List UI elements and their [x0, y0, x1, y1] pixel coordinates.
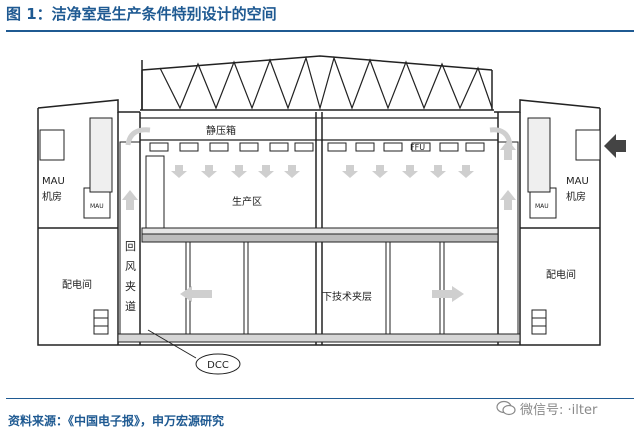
downflow-arrows	[171, 165, 474, 178]
building-envelope	[37, 99, 601, 346]
figure-title: 图 1：洁净室是生产条件特别设计的空间	[6, 5, 277, 23]
dcc-callout: DCC	[147, 329, 241, 375]
dcc-label: DCC	[207, 360, 229, 371]
recirculation-arrows	[125, 127, 513, 146]
return-air-arrows	[122, 140, 516, 210]
power-room-left-label: 配电间	[62, 278, 92, 291]
mau-room-left-line2: 机房	[42, 190, 62, 203]
return-duct-label-3: 夹	[125, 280, 136, 293]
watermark-text: 微信号: ·ilter	[520, 402, 598, 418]
power-room-right-label: 配电间	[546, 268, 576, 281]
return-air-duct-right	[497, 141, 519, 335]
mau-room-right-line2: 机房	[566, 190, 586, 203]
return-air-panel	[145, 155, 165, 231]
mezzanine-columns	[185, 242, 445, 336]
lower-tech-mezzanine-label: 下技术夹层	[322, 290, 372, 303]
figure-source: 资料来源：《中国电子报》，申万宏源研究	[8, 414, 225, 428]
production-area-label: 生产区	[232, 195, 262, 208]
mau-room-left-line1: MAU	[42, 176, 65, 187]
ffu-row-right	[327, 142, 485, 152]
mau-unit-left-label: MAU	[90, 203, 104, 210]
mezzanine-airflow-arrows	[180, 286, 464, 302]
mau-room-right-line1: MAU	[566, 176, 589, 187]
ffu-label: FFU	[410, 143, 425, 152]
mau-unit-left	[39, 117, 113, 219]
mau-unit-right	[527, 117, 601, 219]
raised-floor	[141, 227, 499, 243]
return-duct-label-1: 回	[125, 240, 136, 253]
electrical-cabinet-left	[93, 309, 109, 335]
wechat-icon	[496, 400, 516, 416]
roof-truss	[140, 55, 494, 111]
return-duct-label-2: 风	[125, 260, 136, 273]
return-duct-label-4: 道	[125, 299, 136, 313]
electrical-cabinet-right	[531, 309, 547, 335]
ffu-row-left	[149, 142, 314, 152]
floor-slab	[117, 333, 521, 343]
watermark: 微信号: ·ilter	[496, 396, 632, 420]
title-divider	[6, 30, 634, 32]
supply-arrow-right	[604, 134, 626, 158]
mau-unit-right-label: MAU	[535, 203, 549, 210]
cleanroom-section-diagram: DCC 静压箱 FFU 生产区 MAU 机房 MAU 机房 MAU MAU 回 …	[37, 55, 626, 375]
static-box-label: 静压箱	[206, 124, 236, 137]
ceiling-plenum	[140, 117, 498, 141]
bottom-divider	[6, 398, 634, 399]
